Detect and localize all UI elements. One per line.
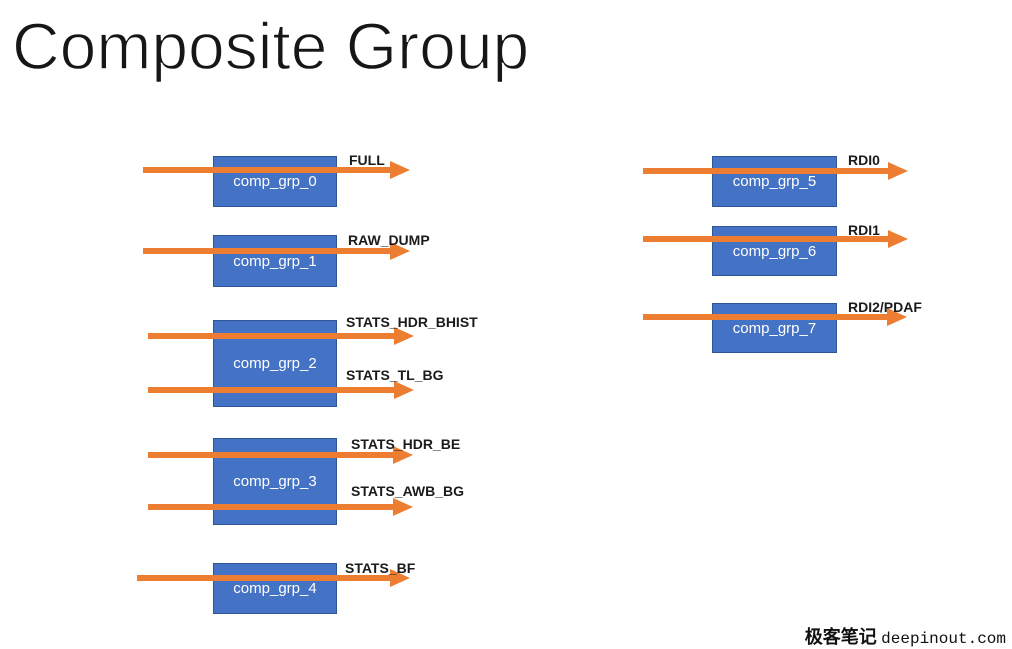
output-label-stats-bf: STATS_BF	[345, 560, 416, 576]
arrow-rdi2-pdaf	[643, 308, 907, 326]
arrow-stats-tl-bg	[148, 381, 414, 399]
arrow-shaft	[643, 314, 891, 320]
arrow-shaft	[643, 236, 892, 242]
output-label-raw-dump: RAW_DUMP	[348, 232, 430, 248]
arrow-shaft	[143, 167, 394, 173]
node-box-comp-grp-7: comp_grp_7	[712, 303, 837, 353]
watermark-site-text: deepinout.com	[881, 630, 1006, 648]
arrow-shaft	[643, 168, 892, 174]
arrow-full	[143, 161, 410, 179]
arrow-head-icon	[390, 569, 410, 587]
output-label-rdi1: RDI1	[848, 222, 880, 238]
node-label: comp_grp_0	[233, 173, 317, 190]
arrow-head-icon	[394, 327, 414, 345]
arrow-head-icon	[888, 162, 908, 180]
node-label: comp_grp_4	[233, 580, 317, 597]
arrow-rdi0	[643, 162, 908, 180]
output-label-stats-hdr-be: STATS_HDR_BE	[351, 436, 461, 452]
arrow-rdi1	[643, 230, 908, 248]
arrow-shaft	[148, 387, 398, 393]
output-label-stats-awb-bg: STATS_AWB_BG	[351, 483, 465, 499]
arrow-head-icon	[394, 381, 414, 399]
arrow-shaft	[148, 333, 398, 339]
arrow-head-icon	[887, 308, 907, 326]
node-box-comp-grp-0: comp_grp_0	[213, 156, 337, 207]
watermark-cn-text: 极客笔记	[804, 627, 877, 648]
output-label-stats-hdr-bhist: STATS_HDR_BHIST	[346, 314, 478, 330]
arrow-shaft	[148, 504, 397, 510]
arrow-shaft	[143, 248, 394, 254]
node-box-comp-grp-5: comp_grp_5	[712, 156, 837, 207]
node-label: comp_grp_1	[233, 252, 317, 270]
arrow-head-icon	[888, 230, 908, 248]
node-box-comp-grp-4: comp_grp_4	[213, 563, 337, 614]
node-box-comp-grp-6: comp_grp_6	[712, 226, 837, 276]
arrow-head-icon	[390, 161, 410, 179]
node-label: comp_grp_7	[732, 319, 817, 337]
node-label: comp_grp_2	[233, 355, 317, 372]
arrow-stats-bf	[137, 569, 410, 587]
arrow-stats-awb-bg	[148, 498, 413, 516]
arrow-raw-dump	[143, 242, 410, 260]
node-label: comp_grp_3	[233, 473, 317, 490]
output-label-rdi2-pdaf: RDI2/PDAF	[848, 299, 922, 315]
node-label: comp_grp_5	[732, 173, 817, 190]
node-label: comp_grp_6	[732, 242, 817, 260]
page-title: Composite Group	[11, 8, 530, 83]
output-label-rdi0: RDI0	[848, 152, 880, 168]
arrow-head-icon	[393, 446, 413, 464]
arrow-shaft	[137, 575, 394, 581]
arrow-shaft	[148, 452, 397, 458]
node-box-comp-grp-1: comp_grp_1	[213, 235, 337, 287]
watermark: 极客笔记 deepinout.com	[805, 623, 1006, 649]
arrow-stats-hdr-be	[148, 446, 413, 464]
arrow-stats-hdr-bhist	[148, 327, 414, 345]
arrow-head-icon	[390, 242, 410, 260]
arrow-head-icon	[393, 498, 413, 516]
output-label-full: FULL	[349, 152, 385, 168]
output-label-stats-tl-bg: STATS_TL_BG	[346, 367, 444, 383]
